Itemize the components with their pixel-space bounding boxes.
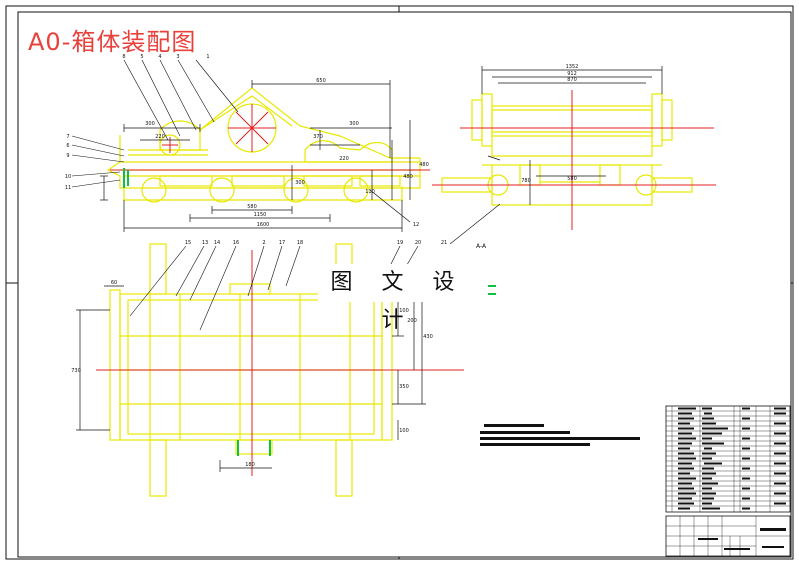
callout-21-leader bbox=[449, 203, 501, 245]
callout-11: 11 bbox=[65, 185, 71, 191]
callout-16: 16 bbox=[233, 240, 239, 246]
side-view: 1352 912 870 780 580 A-A bbox=[432, 64, 716, 250]
dim-mid-span: 1150 bbox=[254, 212, 267, 218]
callout-17: 17 bbox=[279, 240, 285, 246]
front-view-dimension-texts: 650 300 300 220 220 370 300 480 480 110 … bbox=[145, 78, 429, 228]
dim-height-small: 370 bbox=[313, 134, 323, 140]
section-label: A-A bbox=[476, 243, 487, 250]
callout-18: 18 bbox=[297, 240, 303, 246]
dim-plan-right-5: 100 bbox=[399, 428, 409, 434]
dim-plan-right-2: 200 bbox=[407, 318, 417, 324]
plan-view: 60 730 100 200 430 350 100 180 15 13 14 … bbox=[71, 240, 496, 497]
dim-side-width-2: 912 bbox=[567, 71, 577, 77]
plan-view-outline bbox=[109, 243, 393, 497]
front-view-outline bbox=[106, 87, 421, 203]
parts-list-entries bbox=[678, 407, 786, 510]
dim-pitch-right: 220 bbox=[339, 156, 349, 162]
callout-3: 3 bbox=[176, 54, 179, 60]
front-view-leaders bbox=[71, 59, 239, 188]
parts-list bbox=[665, 405, 791, 513]
title-block bbox=[665, 515, 791, 557]
inner-border bbox=[17, 11, 792, 558]
callout-2: 2 bbox=[262, 240, 265, 246]
plan-view-highlight bbox=[237, 285, 496, 456]
callout-19: 19 bbox=[397, 240, 403, 246]
plan-view-callouts: 15 13 14 16 2 17 18 19 20 21 bbox=[185, 240, 447, 246]
front-view-centerlines bbox=[110, 104, 430, 171]
dim-arm-right: 300 bbox=[349, 121, 359, 127]
dim-plan-height: 730 bbox=[71, 368, 81, 374]
front-view-dimension-lines bbox=[100, 80, 411, 232]
dim-height-mid: 300 bbox=[295, 180, 305, 186]
side-view-outline bbox=[441, 93, 693, 206]
callout-21: 21 bbox=[441, 240, 447, 246]
dim-overall-length: 1600 bbox=[257, 222, 270, 228]
dim-side-inner: 580 bbox=[567, 176, 577, 182]
callout-5: 5 bbox=[140, 54, 143, 60]
dim-top-width: 650 bbox=[316, 78, 326, 84]
dim-plan-left: 60 bbox=[111, 280, 117, 286]
callout-1: 1 bbox=[206, 54, 209, 60]
callout-7: 7 bbox=[66, 134, 69, 140]
border-ticks bbox=[6, 6, 793, 559]
side-view-dimension-lines bbox=[481, 66, 663, 205]
title-block-entries bbox=[698, 528, 786, 550]
dim-side-width-1: 1352 bbox=[566, 64, 579, 70]
plan-view-leaders bbox=[129, 245, 419, 331]
side-view-dimension-texts: 1352 912 870 780 580 bbox=[521, 64, 578, 184]
dim-plan-right-1: 100 bbox=[399, 308, 409, 314]
callout-20: 20 bbox=[415, 240, 421, 246]
dim-plan-right-3: 430 bbox=[423, 334, 433, 340]
dim-height-base: 110 bbox=[365, 189, 375, 195]
dim-plan-right-4: 350 bbox=[399, 384, 409, 390]
dim-pitch-left: 220 bbox=[155, 134, 165, 140]
callout-4: 4 bbox=[158, 54, 161, 60]
front-view: 650 300 300 220 220 370 300 480 480 110 … bbox=[65, 54, 430, 232]
dim-inner-span: 580 bbox=[247, 204, 257, 210]
drawing-title: A0-箱体装配图 bbox=[28, 28, 197, 56]
dim-plan-bottom: 180 bbox=[245, 462, 255, 468]
dim-height-total-outer: 480 bbox=[419, 162, 429, 168]
callout-6: 6 bbox=[66, 143, 69, 149]
watermark-text: 图 文 设 计 bbox=[318, 264, 478, 333]
front-view-callouts: 8 5 4 3 1 7 6 9 10 11 12 bbox=[65, 54, 419, 228]
callout-14: 14 bbox=[214, 240, 220, 246]
callout-9: 9 bbox=[66, 153, 69, 159]
callout-10: 10 bbox=[65, 174, 71, 180]
callout-15: 15 bbox=[185, 240, 191, 246]
dim-arm-left: 300 bbox=[145, 121, 155, 127]
title-block-grid bbox=[666, 516, 790, 556]
plan-view-dimension-lines bbox=[76, 285, 426, 472]
side-view-centerlines bbox=[432, 90, 716, 230]
dim-side-height: 780 bbox=[521, 178, 531, 184]
dim-height-total: 480 bbox=[403, 174, 413, 180]
callout-12: 12 bbox=[413, 222, 419, 228]
technical-notes bbox=[480, 424, 640, 446]
parts-list-grid bbox=[666, 406, 790, 512]
plan-view-centerlines bbox=[96, 250, 464, 476]
front-view-highlight bbox=[123, 168, 129, 188]
plan-view-dimension-texts: 60 730 100 200 430 350 100 180 bbox=[71, 280, 433, 468]
dim-side-width-3: 870 bbox=[567, 77, 577, 83]
callout-13: 13 bbox=[202, 240, 208, 246]
callout-8: 8 bbox=[122, 54, 125, 60]
